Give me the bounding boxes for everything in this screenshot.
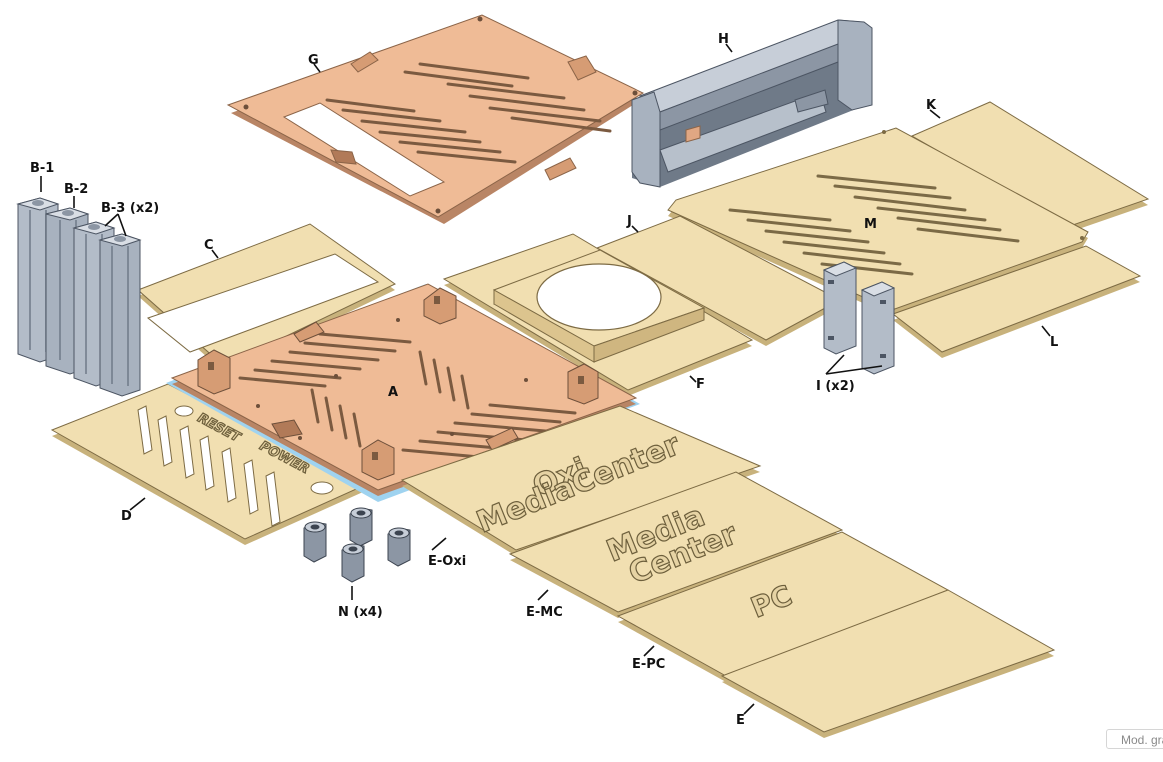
label-b2: B-2 xyxy=(64,182,88,197)
label-b1: B-1 xyxy=(30,161,54,176)
part-m-panel xyxy=(667,127,1089,316)
part-c-frame xyxy=(137,223,396,372)
label-l: L xyxy=(1050,335,1058,350)
bracket-i-b xyxy=(860,281,896,375)
fan-mount-block xyxy=(492,249,706,363)
mod-grafic-badge[interactable]: Mod. grafic xyxy=(1106,729,1163,749)
label-a: A xyxy=(388,385,398,400)
part-e-oxi-panel: Oxi MediaCenter xyxy=(400,405,762,556)
label-d: D xyxy=(121,509,132,524)
part-f-panel xyxy=(442,233,754,396)
part-n-hex-standoffs xyxy=(303,507,411,583)
hex-standoff-2 xyxy=(349,507,373,547)
bracket-i-a xyxy=(822,261,858,355)
corner-standoffs xyxy=(197,287,599,481)
part-b-extrusions xyxy=(16,197,142,397)
part-e-mc-panel: Media Center xyxy=(508,471,844,618)
label-c: C xyxy=(204,238,214,253)
hex-standoff-1 xyxy=(303,521,327,563)
part-e-panel xyxy=(720,589,1056,738)
part-l-panel xyxy=(891,245,1142,358)
label-e-oxi: E-Oxi xyxy=(428,554,466,569)
part-a-base-plate xyxy=(166,283,640,502)
part-e-pc-panel: PC xyxy=(616,531,950,682)
label-n: N (x4) xyxy=(338,605,383,620)
part-h-metal-bracket xyxy=(631,19,873,188)
label-e-mc: E-MC xyxy=(526,605,563,620)
leader-lines xyxy=(40,43,1051,715)
hex-standoff-3 xyxy=(387,527,411,567)
hex-standoff-4 xyxy=(341,543,365,583)
extrusion-b3-b xyxy=(98,233,142,397)
label-j: J xyxy=(626,214,632,229)
label-e: E xyxy=(736,713,745,728)
label-f: F xyxy=(696,377,705,392)
label-b3: B-3 (x2) xyxy=(101,201,159,216)
label-k: K xyxy=(926,98,937,113)
label-h: H xyxy=(718,32,729,47)
label-g: G xyxy=(308,53,319,68)
part-i-brackets xyxy=(822,261,896,375)
part-g-top-plate xyxy=(226,14,645,224)
label-e-pc: E-PC xyxy=(632,657,665,672)
label-m: M xyxy=(864,217,877,232)
label-i: I (x2) xyxy=(816,379,855,394)
part-labels: B-1 B-2 B-3 (x2) C G H K J M A F L I (x2… xyxy=(30,32,1058,728)
